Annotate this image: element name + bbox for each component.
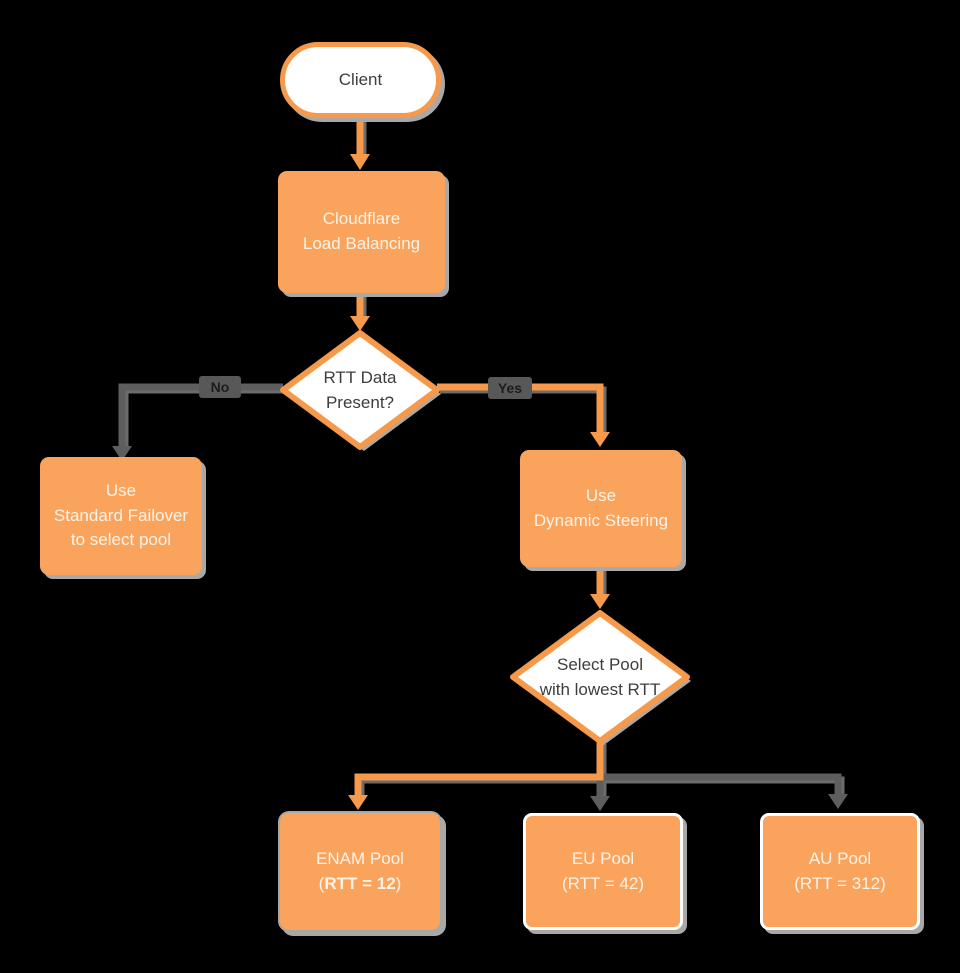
arrowhead-to-lb — [350, 154, 370, 170]
eu-pool-line1: EU Pool — [571, 848, 635, 868]
edge-au-connector — [600, 773, 842, 796]
edge-no-shadow — [121, 386, 286, 451]
standard-failover-line3: to select pool — [70, 530, 172, 550]
client-node: Client — [280, 42, 441, 118]
arrowhead-to-decision — [350, 316, 370, 331]
enam-paren-open: ( — [318, 873, 325, 893]
eu-pool-node: EU Pool (RTT = 42) — [523, 813, 683, 930]
rtt-diamond-shape — [280, 330, 440, 450]
eu-pool-line2: (RTT = 42) — [561, 873, 645, 893]
au-pool-line1: AU Pool — [808, 848, 872, 868]
edge-label-no: No — [199, 376, 241, 398]
select-pool-diamond-shape — [510, 610, 690, 744]
edge-label-yes: Yes — [488, 377, 532, 399]
load-balancing-node: Cloudflare Load Balancing — [278, 171, 445, 293]
au-pool-node: AU Pool (RTT = 312) — [760, 813, 920, 930]
edge-enam-connector — [354, 741, 604, 797]
load-balancing-line2: Load Balancing — [302, 234, 421, 253]
client-label: Client — [338, 69, 383, 89]
arrowhead-to-select — [590, 594, 610, 609]
enam-pool-line2: (RTT = 12) — [319, 872, 402, 897]
rtt-decision-line1: RTT Data — [323, 367, 397, 387]
select-pool-node: Select Pool with lowest RTT — [513, 613, 687, 741]
enam-paren-close: ) — [395, 873, 402, 893]
enam-pool-line1: ENAM Pool — [316, 848, 404, 868]
standard-failover-line1: Use — [105, 481, 137, 501]
load-balancing-line1: Cloudflare — [322, 209, 401, 229]
dynamic-steering-line1: Use — [585, 485, 617, 505]
dynamic-steering-line2: Dynamic Steering — [533, 510, 669, 530]
standard-failover-node: Use Standard Failover to select pool — [40, 457, 202, 575]
standard-failover-line2: Standard Failover — [53, 505, 189, 525]
dynamic-steering-node: Use Dynamic Steering — [520, 450, 682, 567]
rtt-decision-line2: Present? — [325, 393, 395, 412]
select-pool-line2: with lowest RTT — [539, 680, 661, 699]
edge-au-shadow — [603, 776, 845, 799]
arrowhead-to-enam — [348, 795, 368, 810]
rtt-decision-node: RTT Data Present? — [283, 333, 437, 447]
au-pool-line2: (RTT = 312) — [794, 873, 886, 893]
select-pool-line1: Select Pool — [557, 654, 643, 674]
arrowhead-to-au — [828, 794, 848, 809]
enam-rtt-value: RTT = 12 — [324, 873, 396, 893]
arrowhead-to-eu — [590, 796, 610, 811]
arrowhead-to-dynamic — [590, 432, 610, 447]
enam-pool-node: ENAM Pool (RTT = 12) — [280, 813, 440, 930]
edge-enam-shadow — [357, 744, 607, 800]
arrowhead-to-failover — [112, 446, 132, 461]
